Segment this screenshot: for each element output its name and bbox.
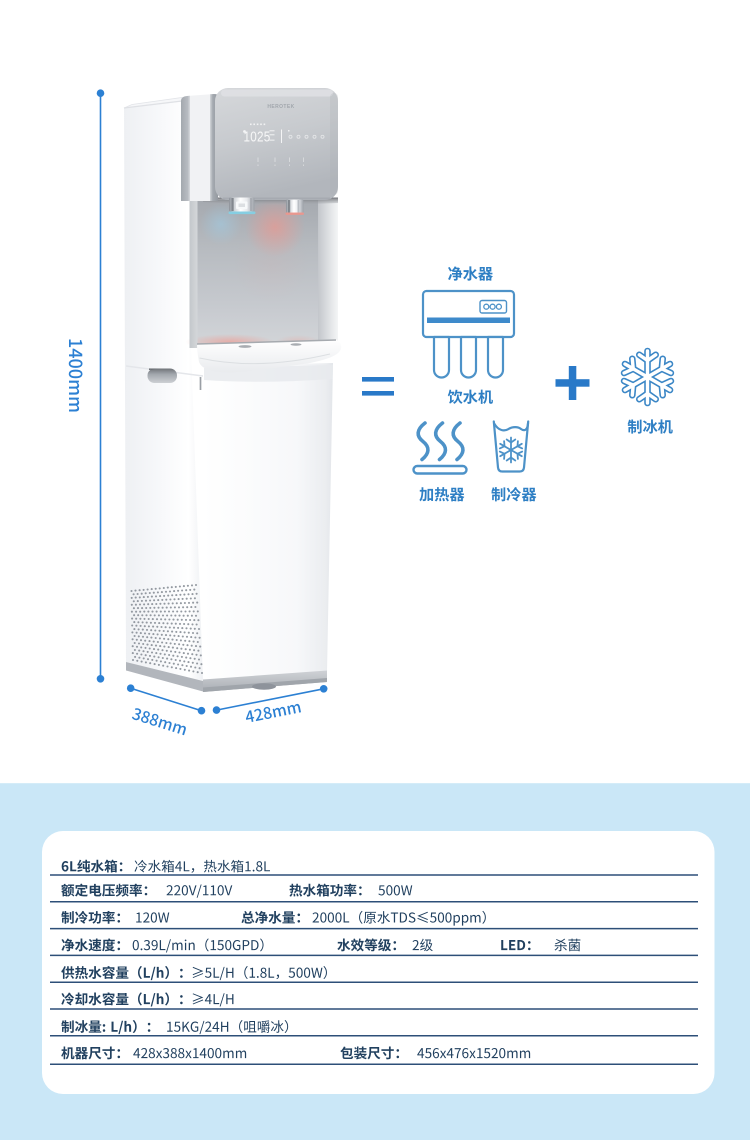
- svg-text:1025: 1025: [244, 128, 271, 145]
- svg-text:HEROTEK: HEROTEK: [267, 104, 294, 110]
